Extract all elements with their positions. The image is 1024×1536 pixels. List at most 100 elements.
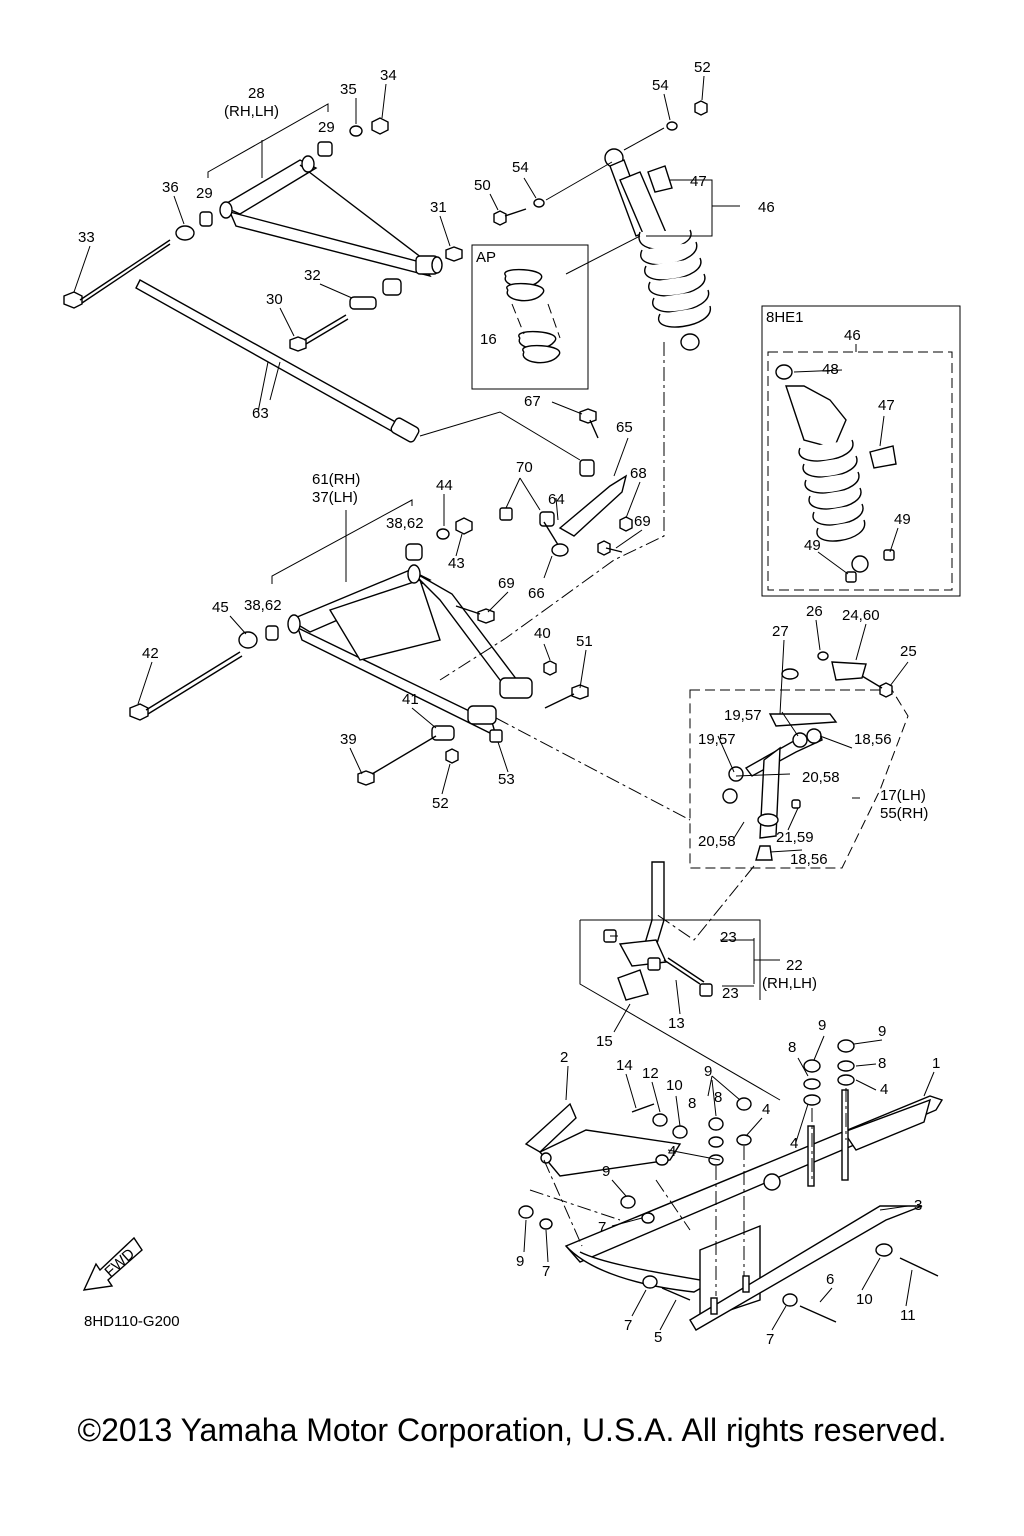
callout-67: 67: [524, 393, 541, 410]
callout-10: 10: [666, 1077, 683, 1094]
callout-54: 54: [652, 77, 669, 94]
callout-9: 9: [602, 1163, 610, 1180]
callout-37: 37(LH): [312, 489, 358, 506]
variant-box-label: 8HE1: [766, 309, 804, 326]
callout-11: 11: [900, 1307, 916, 1324]
callout-49: 49: [804, 537, 821, 554]
callout-46: 46: [758, 199, 775, 216]
callout-17: 17(LH): [880, 787, 926, 804]
callout-15: 15: [596, 1033, 613, 1050]
callout-70: 70: [516, 459, 533, 476]
tie-rod: [135, 279, 581, 461]
reference-lines: [439, 342, 860, 941]
callout-27: 27: [772, 623, 789, 640]
callout-33: 33: [78, 229, 95, 246]
callout-31: 31: [430, 199, 447, 216]
callout-brackets: [207, 103, 780, 1101]
callout-66: 66: [528, 585, 545, 602]
callout-55: 55(RH): [880, 805, 928, 822]
callout-4: 4: [880, 1081, 888, 1098]
callout-49: 49: [894, 511, 911, 528]
callout-14: 14: [616, 1057, 633, 1074]
callout-7: 7: [598, 1219, 606, 1236]
diagram-code: 8HD110-G200: [84, 1313, 180, 1330]
upper-a-arm: [219, 155, 443, 278]
callout-24-60: 24,60: [842, 607, 880, 624]
variant-box: [761, 305, 961, 597]
upper-arm-hardware: [63, 117, 463, 352]
callout-20-58: 20,58: [802, 769, 840, 786]
callout-44: 44: [436, 477, 453, 494]
callout-42: 42: [142, 645, 159, 662]
callout-38-62: 38,62: [386, 515, 424, 532]
callout-4: 4: [762, 1101, 770, 1118]
callout-53: 53: [498, 771, 515, 788]
callout-10: 10: [856, 1291, 873, 1308]
callout-29: 29: [196, 185, 213, 202]
callout-36: 36: [162, 179, 179, 196]
callout-12: 12: [642, 1065, 659, 1082]
callout-23: 23: [720, 929, 737, 946]
callout-43: 43: [448, 555, 465, 572]
callout-28: 28: [248, 85, 265, 102]
callout-32: 32: [304, 267, 321, 284]
callout-47-variant: 47: [878, 397, 895, 414]
ski-hardware: [518, 1039, 939, 1323]
callout-69: 69: [498, 575, 515, 592]
callout-61: 61(RH): [312, 471, 360, 488]
callout-69: 69: [634, 513, 651, 530]
lower-a-arm: [287, 564, 533, 738]
callout-18-56: 18,56: [854, 731, 892, 748]
callout-45: 45: [212, 599, 229, 616]
callout-35: 35: [340, 81, 357, 98]
callout-19-57: 19,57: [698, 731, 736, 748]
callout-6: 6: [826, 1271, 834, 1288]
callout-8: 8: [788, 1039, 796, 1056]
callout-13: 13: [668, 1015, 685, 1032]
callout-22: 22: [786, 957, 803, 974]
callout-1: 1: [932, 1055, 940, 1072]
callout-9: 9: [704, 1063, 712, 1080]
callout-54: 54: [512, 159, 529, 176]
ap-box-label: AP: [476, 249, 496, 266]
callout-8: 8: [878, 1055, 886, 1072]
callout-52: 52: [432, 795, 449, 812]
callout-29: 29: [318, 119, 335, 136]
callout-4: 4: [790, 1135, 798, 1152]
callout-30: 30: [266, 291, 283, 308]
ski: [524, 1089, 944, 1331]
callout-22-side: (RH,LH): [762, 975, 817, 992]
callout-21-59: 21,59: [776, 829, 814, 846]
callout-9: 9: [818, 1017, 826, 1034]
callout-18-56: 18,56: [790, 851, 828, 868]
callout-38-62: 38,62: [244, 597, 282, 614]
callout-26: 26: [806, 603, 823, 620]
callout-52: 52: [694, 59, 711, 76]
callout-65: 65: [616, 419, 633, 436]
copyright-notice: ©2013 Yamaha Motor Corporation, U.S.A. A…: [77, 1412, 947, 1448]
callout-34: 34: [380, 67, 397, 84]
callout-8: 8: [688, 1095, 696, 1112]
callout-7: 7: [624, 1317, 632, 1334]
callout-50: 50: [474, 177, 491, 194]
callout-51: 51: [576, 633, 593, 650]
callout-7: 7: [542, 1263, 550, 1280]
callout-68: 68: [630, 465, 647, 482]
lower-arm-hardware: [129, 517, 589, 786]
callout-16: 16: [480, 331, 497, 348]
spindle-assembly: [689, 651, 909, 869]
callout-23: 23: [722, 985, 739, 1002]
callout-9: 9: [516, 1253, 524, 1270]
callout-28-side: (RH,LH): [224, 103, 279, 120]
callout-25: 25: [900, 643, 917, 660]
callout-8: 8: [714, 1089, 722, 1106]
callout-46-variant: 46: [844, 327, 861, 344]
spindle-shaft: [579, 861, 781, 1101]
callout-4: 4: [668, 1143, 676, 1160]
callout-40: 40: [534, 625, 551, 642]
shock-absorber: [493, 100, 740, 351]
pitman-arm: [499, 408, 633, 557]
callout-20-58: 20,58: [698, 833, 736, 850]
callout-48: 48: [822, 361, 839, 378]
